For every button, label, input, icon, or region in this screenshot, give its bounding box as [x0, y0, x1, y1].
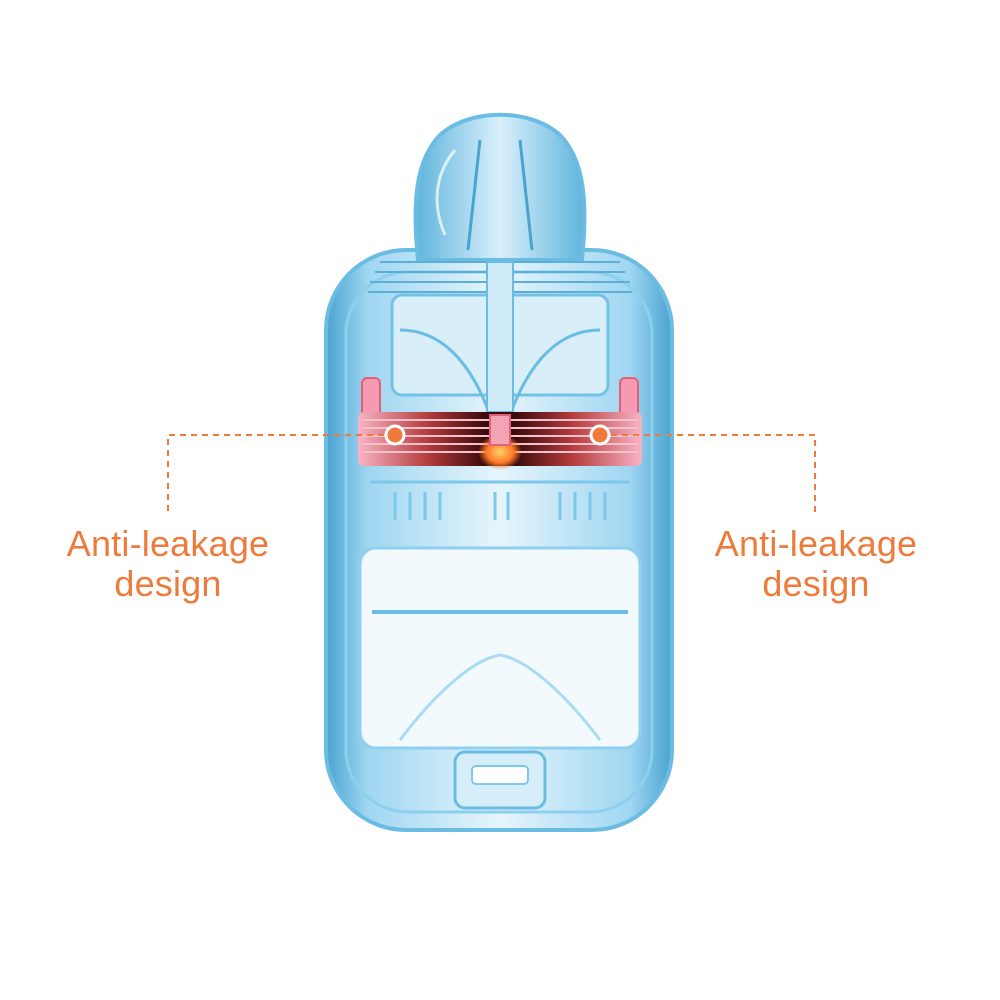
charging-port	[453, 750, 547, 810]
upper-chamber	[390, 261, 610, 416]
callout-label-left: Anti-leakage design	[38, 524, 298, 604]
callout-right-line1: Anti-leakage	[714, 523, 918, 564]
callout-left-line1: Anti-leakage	[66, 523, 270, 564]
callout-label-right: Anti-leakage design	[686, 524, 946, 604]
mouthpiece	[413, 112, 587, 262]
lower-window	[358, 546, 642, 750]
callout-line-right	[600, 434, 816, 515]
anti-leak-seal	[358, 377, 642, 470]
circle-marker-icon	[589, 424, 611, 446]
mid-slats	[370, 480, 630, 520]
callout-right-line2: design	[762, 563, 870, 604]
callout-left-line2: design	[114, 563, 222, 604]
callout-line-left	[167, 434, 395, 515]
circle-marker-icon	[384, 424, 406, 446]
